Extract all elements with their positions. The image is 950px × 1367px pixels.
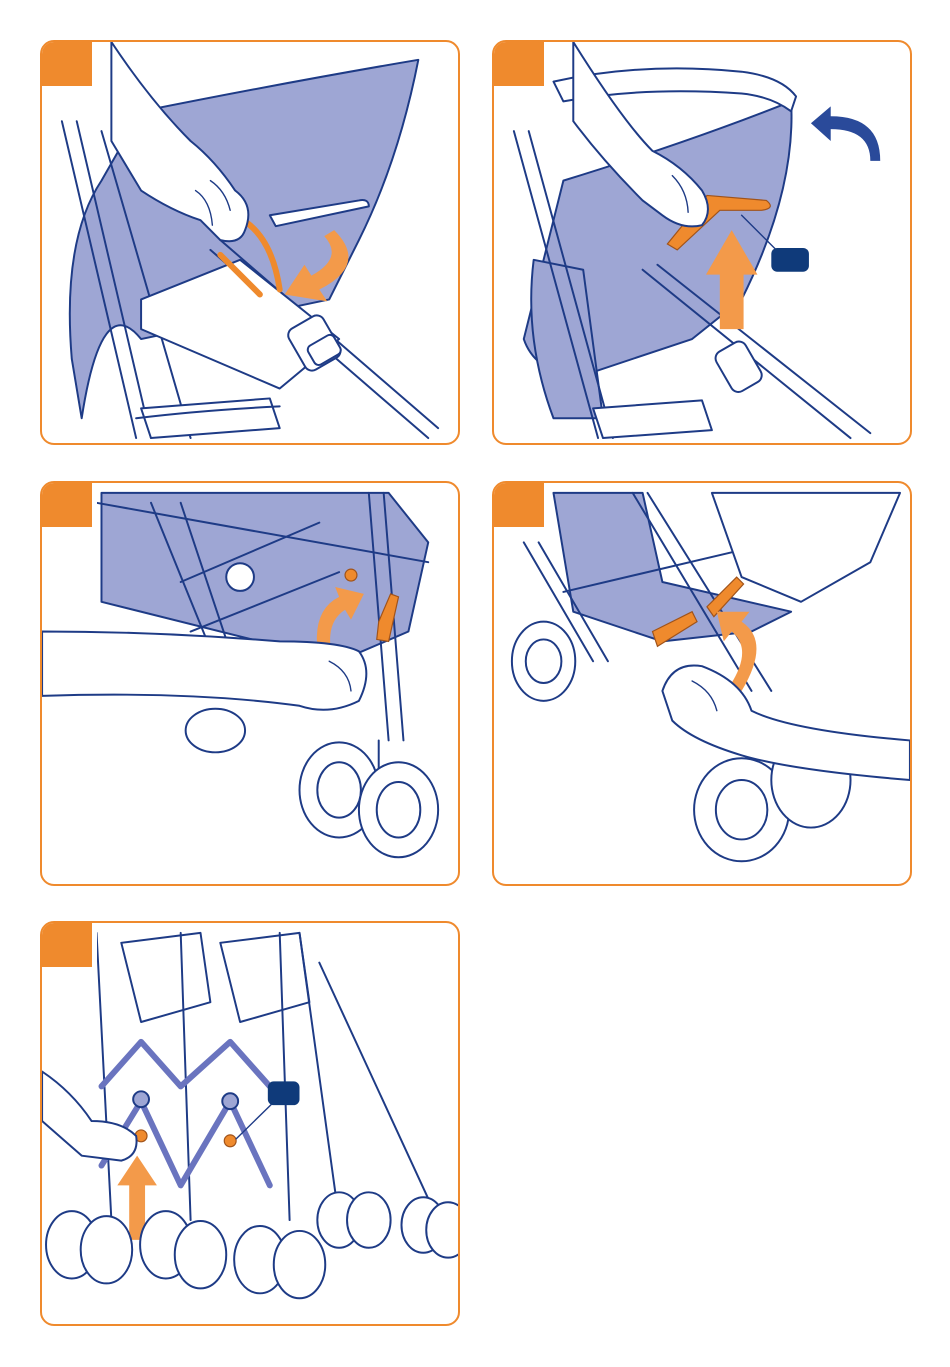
step-marker [40, 481, 92, 527]
step-marker [40, 40, 92, 86]
step-marker [40, 921, 92, 967]
fold-lift-illustration [42, 923, 458, 1324]
step-panel-4 [492, 481, 912, 886]
handle-fold-illustration [494, 42, 910, 443]
step-marker [492, 481, 544, 527]
canopy-release-illustration [42, 42, 458, 443]
side-latch-illustration [42, 483, 458, 884]
step-panel-2 [492, 40, 912, 445]
step-marker [492, 40, 544, 86]
callout-label-box [268, 1081, 300, 1105]
step-panel-5 [40, 921, 460, 1326]
callout-label-box [771, 248, 809, 272]
step-panel-1 [40, 40, 460, 445]
step-panel-3 [40, 481, 460, 886]
lower-latch-illustration [494, 483, 910, 884]
